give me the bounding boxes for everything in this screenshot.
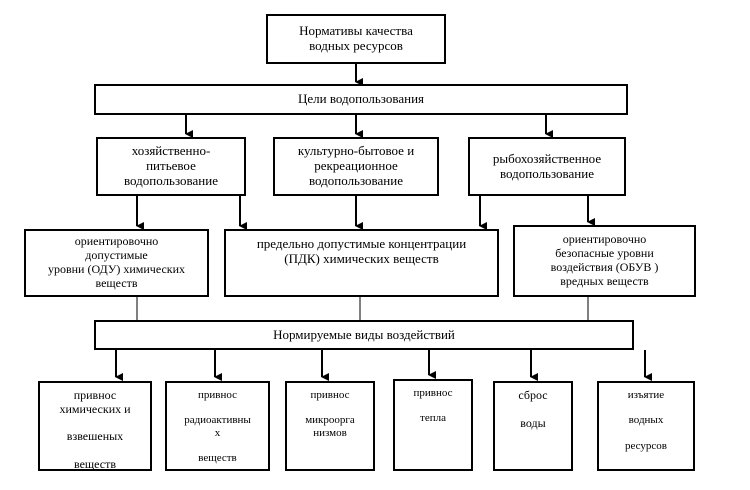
- pdk-box: предельно допустимые концентрации (ПДК) …: [224, 229, 499, 297]
- impact-heat-text: привнос тепла: [413, 387, 453, 425]
- odu-text: ориентировочно допустимые уровни (ОДУ) х…: [47, 234, 186, 290]
- purpose-drinking-box: хозяйственно- питьевое водопользование: [96, 137, 246, 196]
- impact-heat-box: привнос тепла: [393, 379, 473, 471]
- impact-microorganisms-text: привнос микрoорга низмов: [305, 389, 355, 439]
- impact-radioactive-text: привнос радиоактивны х веществ: [184, 389, 251, 465]
- purpose-drinking-text: хозяйственно- питьевое водопользование: [124, 143, 218, 188]
- impact-microorganisms-box: привнос микрoорга низмов: [285, 381, 375, 471]
- impact-chemical-text: привнос химических и взвешеных веществ: [59, 388, 131, 471]
- pdk-text: предельно допустимые концентрации (ПДК) …: [256, 236, 467, 266]
- impacts-title-text: Нормируемые виды воздействий: [273, 326, 455, 342]
- obuv-box: ориентировочно безопасные уровни воздейс…: [513, 225, 696, 297]
- impact-discharge-text: сброс воды: [518, 388, 548, 430]
- purpose-recreation-box: культурно-бытовое и рекреационное водопо…: [273, 137, 439, 196]
- purpose-fishery-box: рыбохозяйственное водопользование: [468, 137, 626, 196]
- goals-text: Цели водопользования: [297, 91, 425, 107]
- title-text: Нормативы качества водных ресурсов: [299, 23, 413, 53]
- impact-chemical-box: привнос химических и взвешеных веществ: [38, 381, 152, 471]
- goals-box: Цели водопользования: [94, 84, 628, 115]
- impact-withdrawal-text: изъятие водных ресурсов: [625, 389, 667, 452]
- impact-radioactive-box: привнос радиоактивны х веществ: [165, 381, 270, 471]
- obuv-text: ориентировочно безопасные уровни воздейс…: [550, 232, 659, 288]
- impact-withdrawal-box: изъятие водных ресурсов: [597, 381, 695, 471]
- odu-box: ориентировочно допустимые уровни (ОДУ) х…: [24, 229, 209, 297]
- purpose-fishery-text: рыбохозяйственное водопользование: [492, 150, 602, 181]
- impact-discharge-box: сброс воды: [493, 381, 573, 471]
- title-box: Нормативы качества водных ресурсов: [266, 14, 446, 64]
- impacts-title-box: Нормируемые виды воздействий: [94, 320, 634, 350]
- purpose-recreation-text: культурно-бытовое и рекреационное водопо…: [297, 143, 415, 188]
